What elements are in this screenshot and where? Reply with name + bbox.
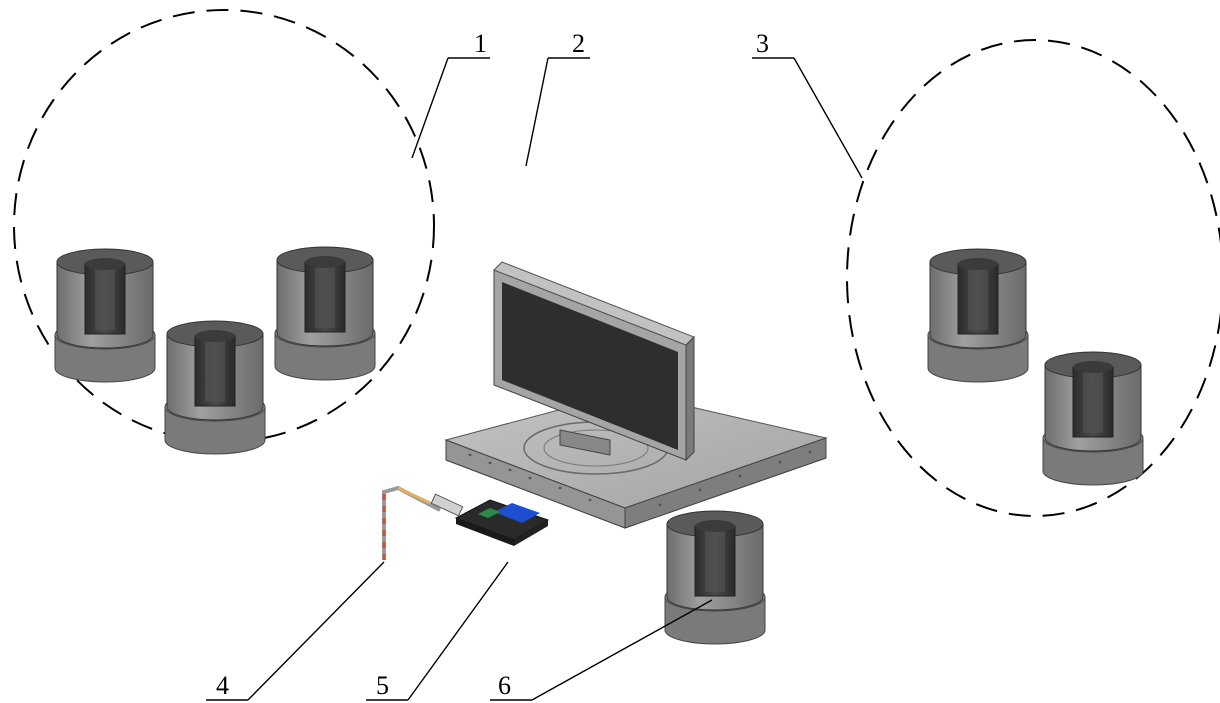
leader-2-diag bbox=[525, 57, 549, 167]
callout-4: 4 bbox=[216, 671, 229, 700]
callout-2: 2 bbox=[572, 29, 585, 58]
leader-1-diag bbox=[411, 57, 449, 159]
probe-sensor bbox=[382, 485, 464, 560]
cup-right-2 bbox=[1042, 351, 1144, 486]
callout-5: 5 bbox=[376, 671, 389, 700]
cup-left-2 bbox=[164, 320, 266, 455]
leader-3-diag bbox=[793, 57, 863, 179]
platform bbox=[444, 391, 828, 529]
leader-6-diag bbox=[531, 599, 713, 701]
group-boundary-left bbox=[13, 9, 435, 443]
cup-standalone bbox=[664, 510, 766, 645]
cup-left-3 bbox=[274, 246, 376, 381]
leader-4-diag bbox=[247, 561, 385, 701]
handheld-device bbox=[454, 499, 550, 546]
leader-5-diag bbox=[407, 561, 509, 701]
cup-right-1 bbox=[927, 248, 1029, 383]
callout-1: 1 bbox=[474, 29, 487, 58]
callout-3: 3 bbox=[756, 29, 769, 58]
callout-6: 6 bbox=[498, 671, 511, 700]
monitor bbox=[493, 261, 695, 462]
leader-lines bbox=[206, 57, 863, 701]
cup-left-1 bbox=[54, 248, 156, 383]
group-boundary-right bbox=[846, 39, 1220, 517]
